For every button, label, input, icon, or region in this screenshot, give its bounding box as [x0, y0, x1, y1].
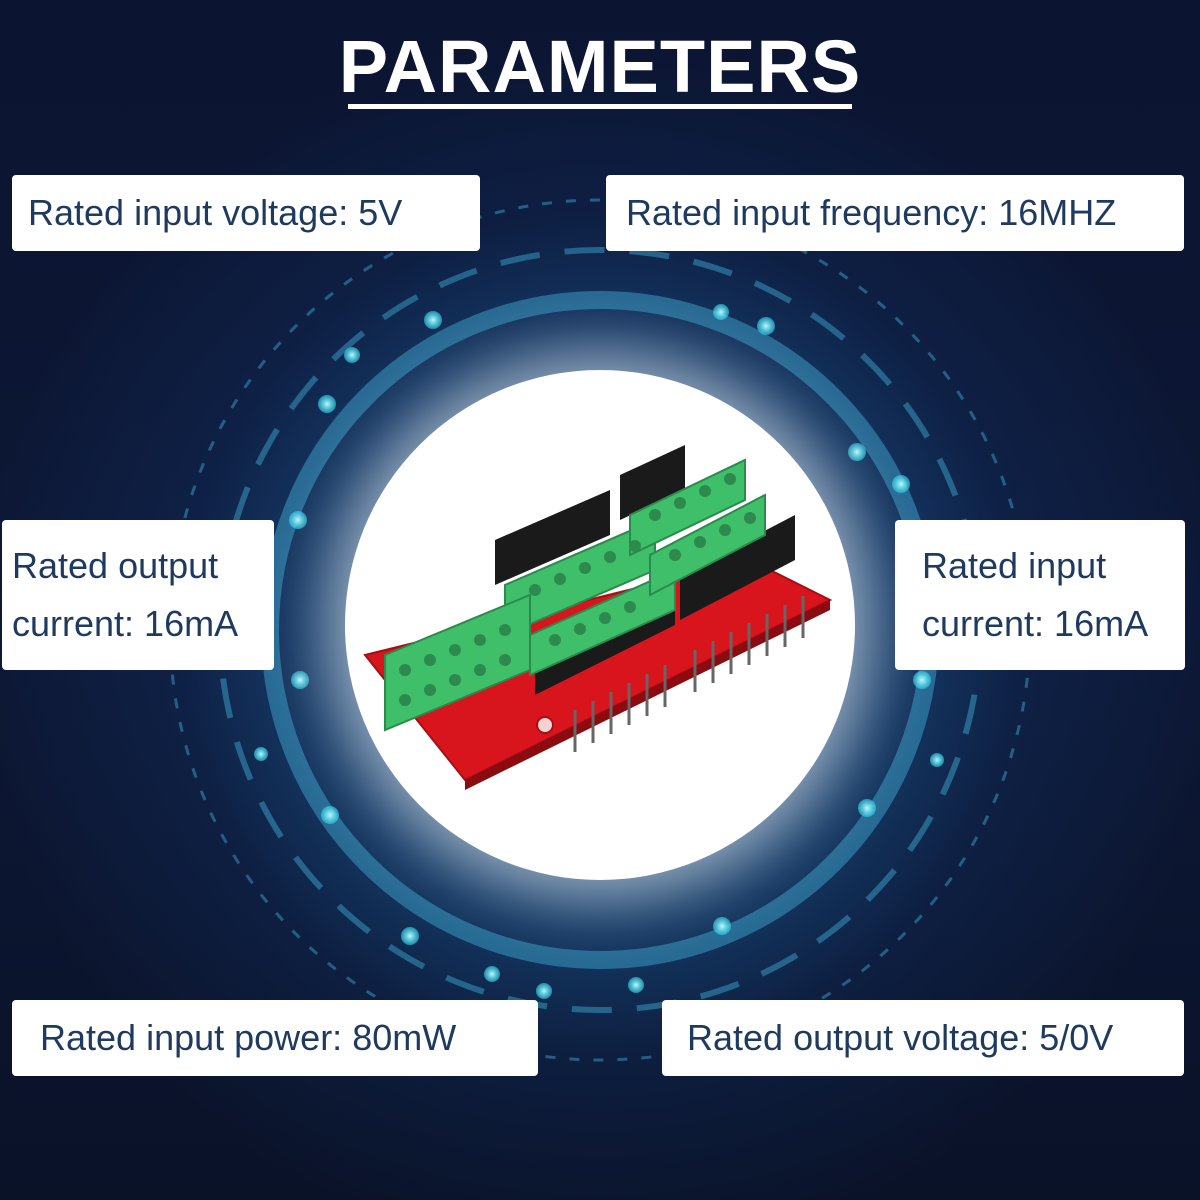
spec-card-input-current: Rated input current: 16mA — [895, 520, 1185, 670]
spec-card-input-power: Rated input power: 80mW — [12, 1000, 538, 1076]
spec-card-input-voltage: Rated input voltage: 5V — [12, 175, 480, 251]
spec-text: Rated input frequency: 16MHZ — [626, 192, 1117, 234]
spec-text: Rated input power: 80mW — [40, 1017, 457, 1059]
spec-card-output-voltage: Rated output voltage: 5/0V — [662, 1000, 1184, 1076]
title-underline — [348, 104, 852, 109]
spec-card-output-current: Rated output current: 16mA — [2, 520, 274, 670]
product-photo — [345, 370, 855, 880]
spec-text: Rated input voltage: 5V — [28, 192, 403, 234]
spec-text-line1: Rated input — [922, 545, 1107, 587]
spec-text-line2: current: 16mA — [12, 603, 239, 644]
spec-card-input-frequency: Rated input frequency: 16MHZ — [606, 175, 1184, 251]
spec-text-line2: current: 16mA — [922, 603, 1149, 644]
spec-text: Rated output voltage: 5/0V — [687, 1017, 1114, 1059]
page-title: PARAMETERS — [338, 25, 862, 108]
spec-text-line1: Rated output — [12, 545, 219, 587]
terminal-shield-board-image — [363, 445, 833, 790]
